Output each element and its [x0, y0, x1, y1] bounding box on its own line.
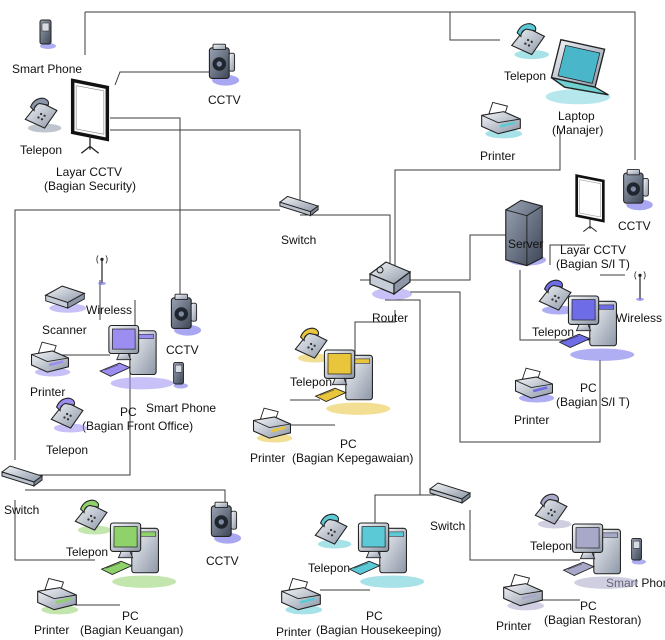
cctv-monitor-screen-icon	[70, 78, 110, 156]
telephone-icon	[24, 97, 62, 134]
bagian-kepegawaian-label: (Bagian Kepegawaian)	[292, 451, 413, 465]
cctv-camera-icon	[170, 293, 202, 337]
telephone-icon	[50, 397, 88, 434]
telephone-icon	[534, 493, 572, 530]
scanner-icon	[45, 285, 87, 314]
telephone-icon	[511, 23, 550, 60]
telepon-front-label: Telepon	[46, 443, 88, 457]
switch-left-label: Switch	[4, 503, 39, 517]
printer-icon	[514, 366, 556, 404]
cctv-it-label: CCTV	[618, 219, 651, 233]
server-icon	[505, 199, 547, 267]
cctv-camera-icon	[208, 43, 240, 87]
pc-icon	[101, 522, 177, 589]
printer-manajer-label: Printer	[480, 149, 515, 163]
cctv-bottom-label: CCTV	[206, 554, 239, 568]
printer-keu-label: Printer	[34, 623, 69, 637]
bagian-restoran-label: (Bagian Restoran)	[544, 613, 641, 627]
wireless-right-label: Wireless	[616, 311, 662, 325]
printer-icon	[36, 577, 80, 616]
wireless-antenna-icon	[634, 270, 646, 302]
smartphone-top-label: Smart Phone	[12, 62, 82, 76]
scanner-label: Scanner	[42, 323, 87, 337]
bagian-keuangan-label: (Bagian Keuangan)	[80, 623, 183, 637]
telepon-hk-label: Telepon	[308, 561, 350, 575]
telepon-manajer-label: Telepon	[504, 69, 546, 83]
server-label: Server	[508, 237, 543, 251]
printer-icon	[30, 340, 72, 378]
pc-hk-label: PC	[366, 609, 383, 623]
switch-mid-label: Switch	[430, 519, 465, 533]
printer-resto-label: Printer	[496, 619, 531, 633]
telephone-icon	[314, 513, 352, 550]
cctv-front-label: CCTV	[166, 343, 199, 357]
pc-icon	[563, 523, 639, 590]
bagian-housekeeping-label: (Bagian Housekeeping)	[316, 623, 441, 637]
pc-front-label: PC	[120, 405, 137, 419]
laptop-label: Laptop	[558, 109, 595, 123]
pc-icon	[349, 522, 425, 589]
switch-top-label: Switch	[281, 233, 316, 247]
router-label: Router	[372, 311, 408, 325]
cctv-monitor-screen-icon	[575, 174, 605, 234]
cctv-top-label: CCTV	[208, 93, 241, 107]
laptop-icon	[545, 39, 611, 105]
smart-phone-icon	[173, 361, 188, 389]
wireless-antenna-icon	[96, 254, 108, 286]
telepon-kepeg-label: Telepon	[290, 375, 332, 389]
telepon-top-label: Telepon	[20, 143, 62, 157]
pc-resto-label: PC	[580, 599, 597, 613]
bagian-security-label: (Bagian Security)	[44, 179, 136, 193]
telepon-resto-label: Telepon	[530, 539, 572, 553]
cctv-camera-icon	[210, 501, 242, 545]
router-icon	[369, 261, 413, 301]
printer-front-label: Printer	[30, 385, 65, 399]
wireless-left-label: Wireless	[86, 303, 132, 317]
printer-hk-label: Printer	[276, 625, 311, 639]
bagian-sit-pc-label: (Bagian S/I T)	[556, 395, 630, 409]
network-cables	[5, 11, 636, 606]
printer-icon	[502, 573, 546, 612]
smart-phone-icon	[631, 537, 646, 565]
smart-phone-icon	[39, 19, 56, 50]
pc-it-label: PC	[580, 381, 597, 395]
bagian-front-office-label: (Bagian Front Office)	[82, 419, 193, 433]
pc-icon	[99, 324, 175, 390]
layar-cctv-it-label: Layar CCTV	[560, 243, 626, 257]
pc-keu-label: PC	[122, 609, 139, 623]
manajer-label: (Manajer)	[552, 123, 603, 137]
telepon-keu-label: Telepon	[66, 545, 108, 559]
cctv-camera-icon	[623, 168, 654, 211]
bagian-sit-label: (Bagian S/I T)	[556, 257, 630, 271]
pc-kepeg-label: PC	[340, 437, 357, 451]
telephone-icon	[74, 499, 112, 536]
printer-icon	[480, 101, 524, 140]
layar-cctv-security-label: Layar CCTV	[56, 165, 122, 179]
smartphone-front-label: Smart Phone	[146, 401, 216, 415]
network-switch-icon	[429, 482, 471, 504]
printer-it-label: Printer	[514, 413, 549, 427]
network-switch-icon	[1, 465, 43, 487]
printer-icon	[280, 577, 324, 616]
printer-icon	[252, 406, 294, 444]
network-switch-icon	[279, 195, 319, 217]
telepon-it-label: Telepon	[532, 325, 574, 339]
printer-kepeg-label: Printer	[250, 451, 285, 465]
